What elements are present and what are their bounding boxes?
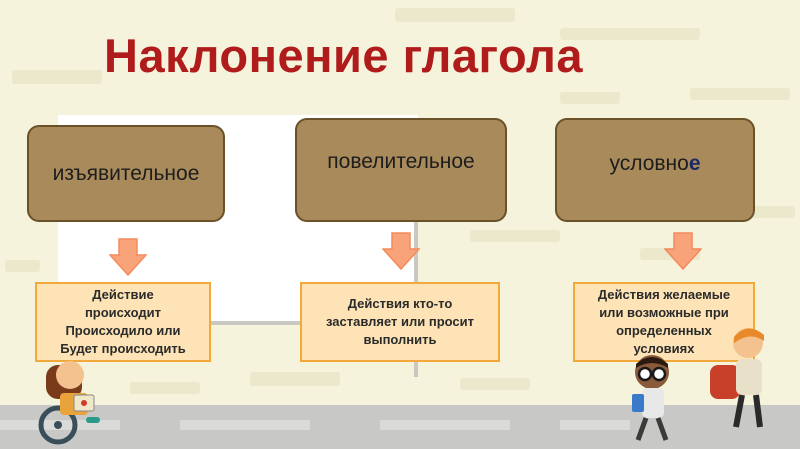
mood-box-imperative: повелительное bbox=[295, 118, 507, 222]
description-line: условиях bbox=[633, 341, 695, 356]
child-in-wheelchair-illustration bbox=[38, 361, 100, 445]
description-box-indicative: Действие происходит Происходило или Буде… bbox=[35, 282, 211, 362]
background-bar bbox=[210, 321, 302, 325]
student-with-backpack-illustration bbox=[710, 328, 764, 428]
bg-tile bbox=[560, 28, 700, 40]
description-line: определенных bbox=[616, 323, 712, 338]
road-marking bbox=[560, 420, 630, 430]
bg-tile bbox=[560, 92, 620, 104]
description-line: Действие bbox=[92, 287, 154, 302]
down-arrow-icon bbox=[382, 232, 420, 270]
mood-label-end: е bbox=[688, 152, 701, 175]
description-line: Действия желаемые bbox=[597, 287, 731, 302]
bg-tile bbox=[470, 230, 560, 242]
mood-label: изъявительное bbox=[52, 161, 200, 185]
description-line: Происходило или bbox=[65, 323, 181, 338]
bg-tile bbox=[395, 8, 515, 22]
description-line: Действия кто-то bbox=[347, 296, 453, 311]
bg-tile bbox=[5, 260, 40, 272]
mood-label: повелительное bbox=[327, 150, 475, 173]
mood-box-indicative: изъявительное bbox=[27, 125, 225, 222]
page-title: Наклонение глагола bbox=[104, 29, 584, 82]
bg-tile bbox=[12, 70, 102, 84]
road-marking bbox=[180, 420, 310, 430]
description-line: Будет происходить bbox=[60, 341, 186, 356]
description-line: происходит bbox=[84, 305, 162, 320]
bg-tile bbox=[690, 88, 790, 100]
bg-tile bbox=[745, 206, 795, 218]
description-box-conditional: Действия желаемые или возможные при опре… bbox=[573, 282, 755, 362]
bg-tile bbox=[250, 372, 340, 386]
description-box-imperative: Действия кто-то заставляет или просит вы… bbox=[300, 282, 500, 362]
description-line: или возможные при bbox=[599, 305, 729, 320]
bg-tile bbox=[130, 382, 200, 394]
description-line: выполнить bbox=[363, 332, 437, 347]
description-line: заставляет или просит bbox=[325, 314, 475, 329]
down-arrow-icon bbox=[664, 232, 702, 270]
down-arrow-icon bbox=[109, 238, 147, 276]
road-marking bbox=[380, 420, 510, 430]
mood-label: условно bbox=[609, 152, 689, 175]
boy-with-glasses-illustration bbox=[632, 355, 669, 441]
bg-tile bbox=[460, 378, 530, 390]
